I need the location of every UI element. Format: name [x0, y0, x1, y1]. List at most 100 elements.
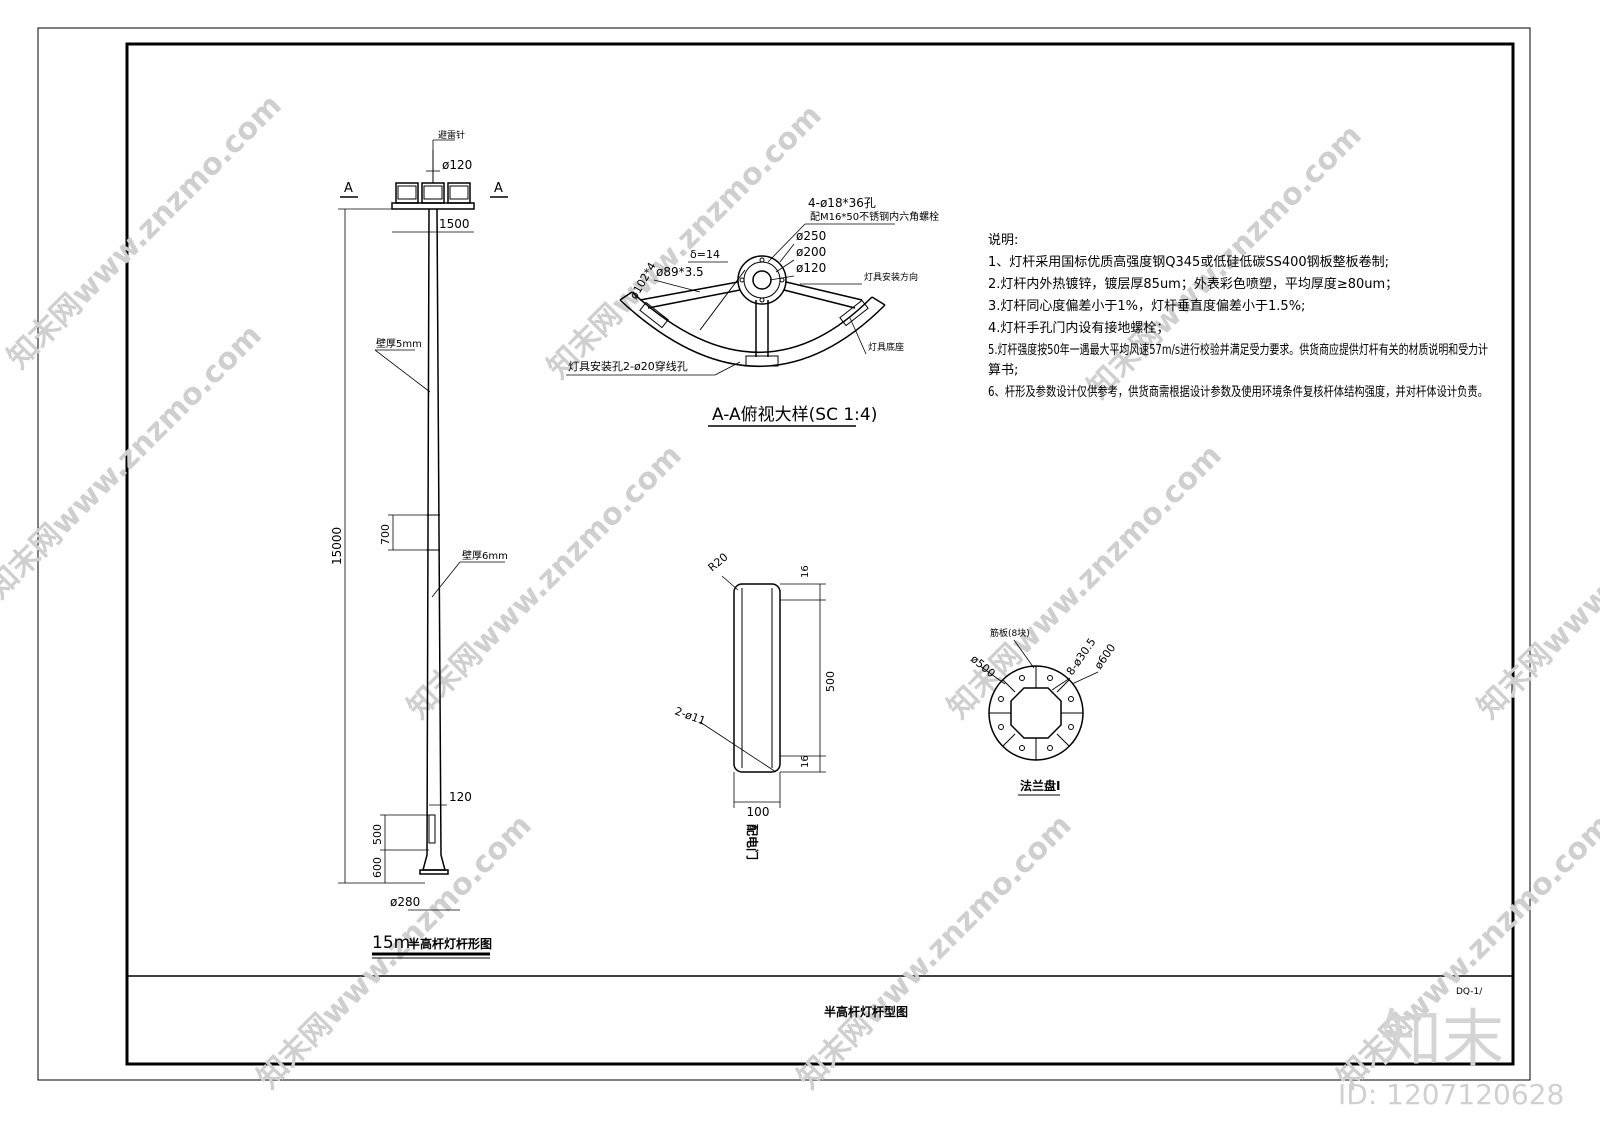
pole-elevation: A A 避雷针 ø120 1500 15000 壁厚5mm 壁厚6mm 700 … [330, 129, 508, 959]
support-arm [783, 289, 856, 309]
leader-line [1051, 677, 1071, 691]
lamp-pad [839, 299, 869, 327]
door-width-label: 120 [449, 790, 472, 804]
section-marker-right: A [494, 181, 503, 196]
flange-bolt-hole [1019, 745, 1025, 751]
note-item: 4.灯杆手孔门内设有接地螺栓； [988, 320, 1169, 336]
lamp-head [423, 185, 443, 200]
base-diameter-label: ø280 [390, 895, 420, 909]
flange-bolt-hole [1068, 724, 1074, 730]
support-arm [639, 281, 739, 301]
joint-length-label: 700 [379, 524, 392, 545]
door-holes-label: 2-ø11 [673, 705, 707, 728]
leader-line [1013, 639, 1035, 669]
door-top-margin-label: 16 [800, 565, 811, 578]
door-height-label: 500 [371, 824, 384, 845]
bolt-hole [759, 297, 765, 303]
lamp-pad [639, 301, 669, 329]
door-bottom-margin-label: 16 [800, 755, 811, 768]
section-arm-tube-label: ø89*3.5 [656, 265, 704, 279]
top-diameter-label: ø120 [442, 158, 472, 172]
flange-rib-label: 筋板(8块) [990, 627, 1030, 639]
leader-line [767, 223, 806, 263]
note-item: 1、灯杆采用国标优质高强度钢Q345或低硅低碳SS400钢板整板卷制; [988, 254, 1389, 270]
watermark-text: 知末网www.znzmo.com [791, 808, 1079, 1096]
note-item: 2.灯杆内外热镀锌，镀层厚85um；外表彩色喷塑，平均厚度≥80um； [988, 276, 1398, 292]
flange-rib [1002, 679, 1016, 693]
leader-line [653, 279, 701, 293]
bolt-hole [739, 277, 745, 283]
flange-center-octagon [1010, 687, 1062, 739]
section-marker-left: A [344, 181, 353, 196]
leader-line [769, 275, 795, 281]
note-item: 5.灯杆强度按50年一遇最大平均风速57m/s进行校验并满足受力要求。供货商应提… [988, 342, 1488, 358]
flange-bolt-hole [1047, 745, 1053, 751]
leader-line [431, 561, 461, 598]
watermark-id: ID: 1207120628 [1338, 1078, 1564, 1111]
leader-line [775, 259, 795, 273]
drawing-border [125, 42, 1515, 1066]
section-light-dir-label: 灯具安装方向 [864, 271, 918, 283]
section-title: A-A俯视大样(SC 1:4) [712, 405, 877, 425]
leader-line [979, 665, 1006, 685]
flange-bolt-hole [998, 696, 1004, 702]
lamp-head [397, 185, 417, 200]
door-height-label: 500 [824, 671, 837, 692]
support-arm [785, 281, 863, 301]
lamp-head [449, 185, 469, 200]
leader-line [374, 349, 431, 393]
watermark-text: 知末网www.znzmo.com [0, 318, 269, 606]
door-offset-label: 600 [371, 857, 384, 878]
pole-title-sub: 半高杆灯杆形图 [408, 936, 492, 951]
crossarm [391, 202, 475, 210]
section-holes-label: 4-ø18*36孔 [808, 196, 876, 210]
note-item: 算书; [988, 363, 1018, 378]
door-view: R20 16 500 16 2-ø11 100 配电门 [673, 550, 837, 860]
flange-bolt-hole [1068, 696, 1074, 702]
section-bottom-note: 灯具安装孔2-ø20穿线孔 [568, 359, 688, 373]
watermark-logo: 知末 [1380, 1002, 1504, 1075]
hand-hole-door [428, 814, 436, 844]
note-item: 3.灯杆同心度偏差小于1%，灯杆垂直度偏差小于1.5%; [988, 298, 1305, 314]
section-d250-label: ø250 [796, 229, 826, 243]
outer-frame [37, 27, 1531, 1081]
flange-bolt-hole [1047, 675, 1053, 681]
section-lamp-support-label: 灯具底座 [868, 341, 904, 353]
lamp-pad [745, 355, 779, 367]
leader-line [1071, 671, 1099, 685]
upper-thickness-label: 壁厚5mm [376, 337, 422, 350]
notes-heading: 说明: [988, 233, 1018, 248]
watermark-text: 知末网www.znzmo.com [541, 98, 829, 386]
watermark-text: 知末网www.znzmo.com [1471, 438, 1600, 726]
leader-line [699, 721, 777, 773]
door-title: 配电门 [745, 824, 760, 860]
section-d200-label: ø200 [796, 245, 826, 259]
flange-rib [1056, 733, 1070, 747]
leader-line [849, 317, 867, 355]
arc-end [619, 291, 633, 301]
drawing-number: DQ-1/ [1456, 987, 1483, 997]
door-width-label: 100 [747, 805, 770, 819]
door-radius-label: R20 [706, 550, 731, 574]
section-plate-label: δ=14 [690, 248, 720, 261]
crossarm-width-label: 1500 [439, 217, 470, 231]
section-view: 4-ø18*36孔 配M16*50不锈钢内六角螺栓 δ=14 ø250 ø200… [566, 196, 939, 427]
leader-line [714, 361, 741, 376]
flange-rib [1056, 679, 1070, 693]
drawing-title: 半高杆灯杆型图 [824, 1004, 908, 1019]
plate-wedge [699, 269, 746, 331]
leader-line [779, 243, 795, 263]
pole-shaft [422, 208, 446, 871]
section-d120-label: ø120 [796, 261, 826, 275]
section-bolts-label: 配M16*50不锈钢内六角螺栓 [810, 210, 939, 223]
flange-bolt-hole [998, 724, 1004, 730]
support-arm [647, 289, 741, 309]
bolt-hole [759, 257, 765, 263]
lower-thickness-label: 壁厚6mm [462, 549, 508, 562]
base-flange [419, 869, 449, 875]
leader-line [721, 575, 739, 591]
note-item: 6、杆形及参数设计仅供参考，供货商需根据设计参数及使用环境条件复核杆体结构强度，… [988, 384, 1488, 400]
hub-plate-outer [737, 255, 787, 305]
watermark-text: 知末网www.znzmo.com [941, 438, 1229, 726]
